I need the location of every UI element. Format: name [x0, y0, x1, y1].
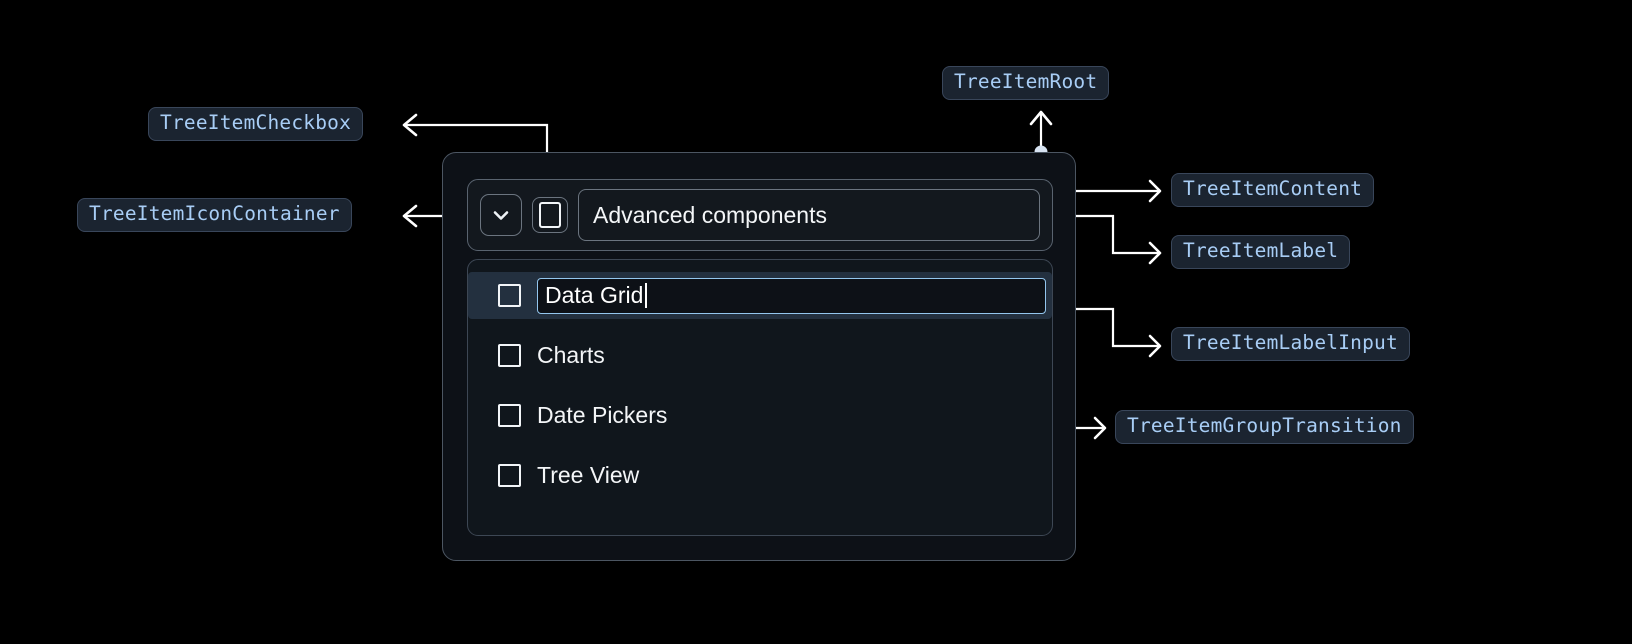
tree-child-checkbox-icon[interactable] [498, 464, 521, 487]
tree-child-row-date-pickers[interactable]: Date Pickers [468, 392, 1052, 439]
annotation-chip-tree-item-icon-container: TreeItemIconContainer [77, 198, 352, 232]
tree-child-row-data-grid[interactable]: Data Grid [468, 272, 1052, 319]
tree-item-label-input[interactable]: Data Grid [537, 277, 1046, 314]
annotation-chip-tree-item-label-input: TreeItemLabelInput [1171, 327, 1410, 361]
tree-item-group-transition: Data Grid Charts Date Pickers Tree View [467, 259, 1053, 536]
text-caret [645, 283, 648, 308]
arrowhead-content [1148, 179, 1162, 203]
tree-child-label: Tree View [537, 462, 640, 488]
tree-child-row-charts[interactable]: Charts [468, 332, 1052, 379]
tree-item-label-text: Advanced components [593, 201, 827, 228]
arrowhead-checkbox [402, 113, 418, 137]
annotation-chip-tree-item-group-transition: TreeItemGroupTransition [1115, 410, 1414, 444]
tree-item-label[interactable]: Advanced components [578, 189, 1040, 241]
tree-item-icon-container[interactable] [480, 194, 522, 236]
annotation-chip-tree-item-label: TreeItemLabel [1171, 235, 1351, 269]
tree-child-label: Charts [537, 342, 605, 368]
arrowhead-icon-container [402, 204, 418, 228]
tree-child-label: Date Pickers [537, 402, 668, 428]
annotation-chip-tree-item-content: TreeItemContent [1171, 173, 1375, 207]
tree-child-checkbox-icon[interactable] [498, 404, 521, 427]
tree-child-checkbox-icon[interactable] [498, 284, 521, 307]
checkbox-box-icon [539, 202, 561, 228]
arrowhead-group-transition [1093, 416, 1107, 440]
tree-item-label-input-value: Data Grid [545, 282, 644, 308]
tree-child-checkbox-icon[interactable] [498, 344, 521, 367]
annotation-chip-tree-item-checkbox: TreeItemCheckbox [148, 107, 364, 141]
arrowhead-root [1029, 110, 1053, 126]
arrowhead-label-input [1148, 334, 1162, 358]
tree-item-content[interactable]: Advanced components [467, 179, 1053, 251]
tree-item-checkbox[interactable] [532, 197, 568, 233]
tree-child-row-tree-view[interactable]: Tree View [468, 452, 1052, 499]
arrowhead-label [1148, 241, 1162, 265]
annotation-chip-tree-item-root: TreeItemRoot [942, 66, 1110, 100]
chevron-down-icon [493, 211, 509, 220]
tree-item-root[interactable]: Advanced components Data Grid Charts Dat… [442, 152, 1076, 561]
